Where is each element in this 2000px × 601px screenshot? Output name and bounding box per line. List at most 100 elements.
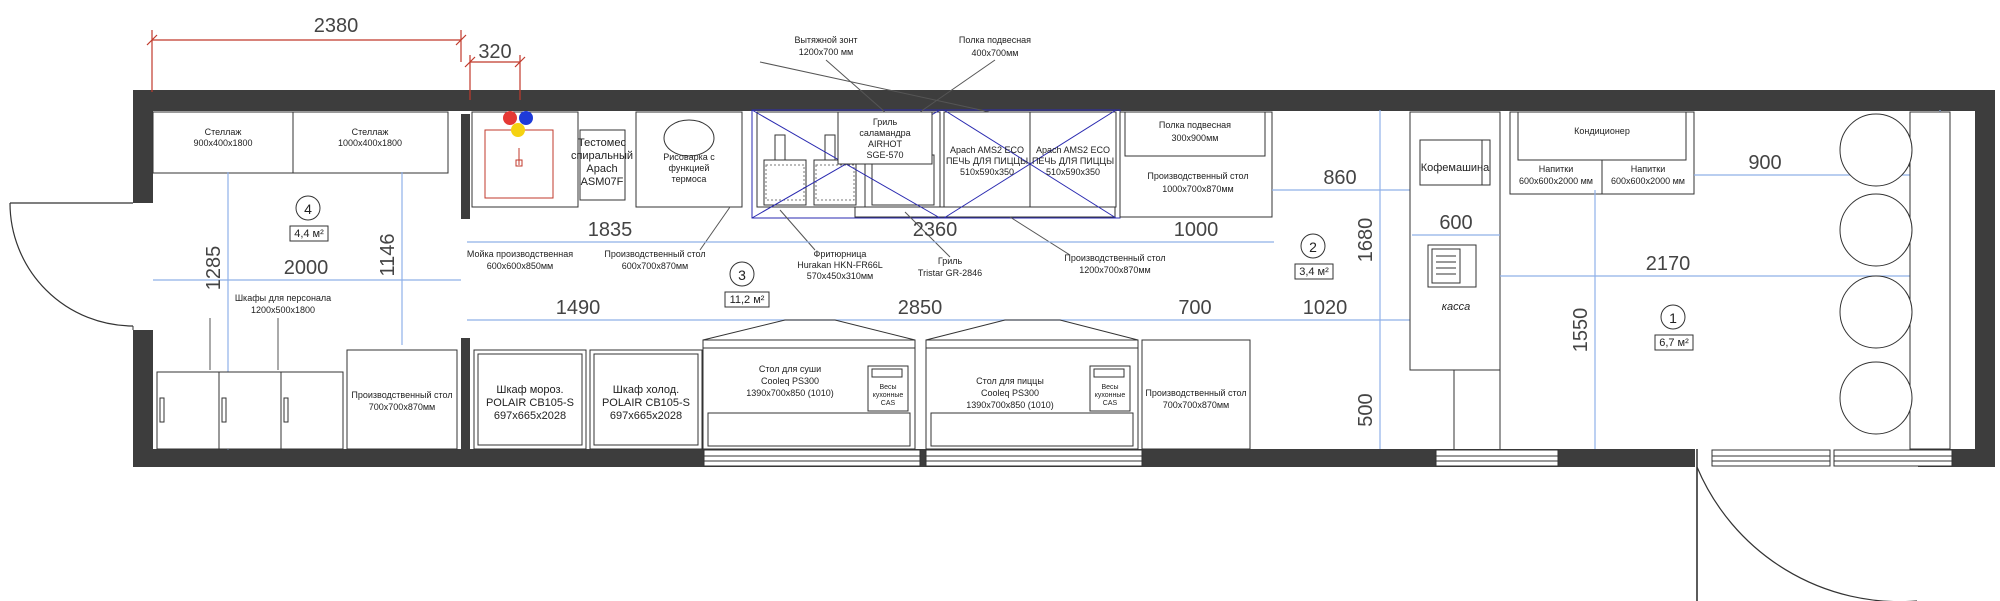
- freezer-cabinet: [473, 349, 587, 450]
- dim-1680: 1680: [1355, 218, 1377, 263]
- dim-1550: 1550: [1570, 308, 1592, 353]
- staff-lockers: [156, 371, 344, 450]
- entrance-door-left: [9, 202, 134, 327]
- bar-stool-2: [1839, 193, 1913, 267]
- partition-storage-upper: [461, 114, 470, 219]
- pizza-scales: [1089, 365, 1131, 412]
- dim-1000: 1000: [1174, 219, 1219, 241]
- dim-1020: 1020: [1303, 297, 1348, 319]
- dim-1285: 1285: [203, 246, 225, 291]
- dim-1146: 1146: [377, 233, 399, 276]
- dim-2360: 2360: [913, 219, 958, 241]
- cash-register: [1427, 244, 1477, 288]
- cashier-label: касса: [1442, 301, 1470, 313]
- dim-2380: 2380: [314, 15, 359, 37]
- room-4-area: 4,4 м²: [294, 228, 324, 240]
- partition-storage-lower: [461, 338, 470, 449]
- rice-cooker: [663, 119, 715, 157]
- room-3-area: 11,2 м²: [730, 294, 765, 306]
- shelf-2: [292, 111, 449, 174]
- window-3: [1435, 449, 1559, 467]
- dim-860: 860: [1323, 167, 1356, 189]
- shelf-1: [152, 111, 294, 174]
- left-wall-upper: [133, 90, 153, 203]
- dim-500: 500: [1355, 393, 1377, 426]
- room-1-area: 6,7 м²: [1659, 337, 1689, 349]
- dim-1490: 1490: [556, 297, 601, 319]
- hanging-shelf-2: [1124, 111, 1266, 157]
- bar-counter: [1909, 111, 1951, 450]
- left-wall-lower: [133, 330, 153, 467]
- water-indicator-yellow: [511, 123, 525, 137]
- entrance-door-right: [1696, 466, 1917, 601]
- hot-water-indicator: [503, 111, 517, 125]
- right-wall: [1975, 90, 1995, 467]
- dim-2850: 2850: [898, 297, 943, 319]
- top-dimensions: 2380 320: [146, 15, 526, 100]
- room-2-area: 3,4 м²: [1299, 266, 1329, 278]
- room-1-number: 1: [1669, 310, 1677, 326]
- kitchen-dimensions: 1835 2360 1000 860 1490 2850 700 1020 3 …: [467, 167, 1410, 321]
- windows: [703, 449, 1953, 467]
- dim-1835: 1835: [588, 219, 633, 241]
- dim-2000: 2000: [284, 257, 329, 279]
- room-4-marker: [295, 195, 321, 221]
- bar-stool-1: [1839, 113, 1913, 187]
- room-3-number: 3: [738, 267, 746, 283]
- dim-700: 700: [1178, 297, 1211, 319]
- production-sink: [471, 111, 579, 208]
- room-2: 2 3,4 м² 1680 500 Кофемашина 600 касса: [1294, 110, 1501, 449]
- dough-mixer: [579, 129, 626, 201]
- svg-text:4: 4: [304, 201, 312, 217]
- window-1: [703, 449, 921, 467]
- bar-stool-4: [1839, 361, 1913, 435]
- production-table-1200: [854, 206, 1116, 218]
- dim-320: 320: [478, 41, 511, 63]
- svg-text:Кондиционер: Кондиционер: [1574, 126, 1630, 136]
- dim-600: 600: [1439, 212, 1472, 234]
- production-table-700-left: [346, 349, 458, 450]
- top-wall: [133, 90, 1995, 111]
- dim-900-left: 900: [1748, 152, 1781, 174]
- window-2: [925, 449, 1143, 467]
- window-4: [1711, 449, 1831, 467]
- fridge-cabinet: [589, 349, 703, 450]
- pizza-oven-2: [1029, 111, 1117, 208]
- window-5: [1833, 449, 1953, 467]
- air-conditioner: [1517, 111, 1687, 161]
- coffee-machine: [1419, 139, 1491, 186]
- bar-stool-3: [1839, 275, 1913, 349]
- sushi-scales: [867, 365, 909, 412]
- room-2-number: 2: [1309, 239, 1317, 255]
